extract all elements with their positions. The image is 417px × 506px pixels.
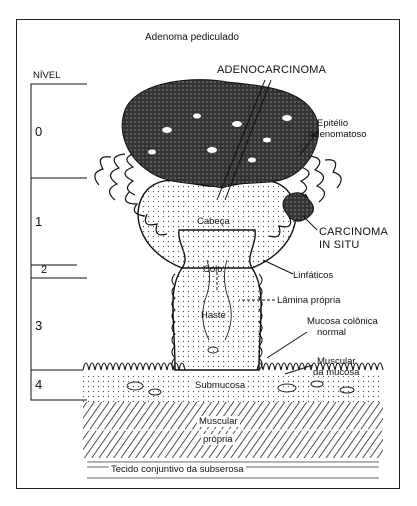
epitelio-label-line2: adenomatoso — [309, 129, 367, 140]
level-3: 3 — [35, 318, 42, 333]
cabeca-label: Cabeça — [197, 216, 230, 227]
muscular-mucosa-label-line1: Muscular — [317, 356, 356, 367]
subserosa-label: Tecido conjuntivo da subserosa — [109, 464, 246, 475]
level-2: 2 — [41, 264, 47, 276]
diagram-title: Adenoma pediculado — [145, 32, 239, 43]
muscular-propria-label-line2: própria — [201, 434, 235, 445]
level-header: NÍVEL — [33, 70, 60, 81]
epitelio-label-line1: Epitélio — [317, 118, 348, 129]
mucosa-colonica-label-line1: Mucosa colônica — [307, 316, 378, 327]
carcinoma-in-situ-label-line2: IN SITU — [319, 239, 360, 251]
linfaticos-label: Linfáticos — [293, 270, 333, 281]
mucosa-colonica-label-line2: normal — [317, 327, 346, 338]
adenocarcinoma-region — [122, 80, 318, 188]
lamina-propria-label: Lâmina própria — [277, 295, 340, 306]
muscular-propria-label-line1: Muscular — [197, 416, 240, 427]
colo-label: Colo — [203, 264, 223, 275]
muscular-mucosa-label-line2: da mucosa — [313, 367, 359, 378]
submucosa-label: Submucosa — [193, 380, 247, 391]
haste-label: Haste — [201, 310, 226, 321]
level-4: 4 — [35, 377, 42, 392]
figure-frame: Adenoma pediculado NÍVEL 0 1 2 3 4 ADENO… — [16, 19, 400, 489]
adenocarcinoma-label: ADENOCARCINOMA — [217, 64, 326, 76]
level-0: 0 — [35, 124, 42, 139]
carcinoma-in-situ-label-line1: CARCINOMA — [319, 226, 388, 238]
level-1: 1 — [35, 214, 42, 229]
